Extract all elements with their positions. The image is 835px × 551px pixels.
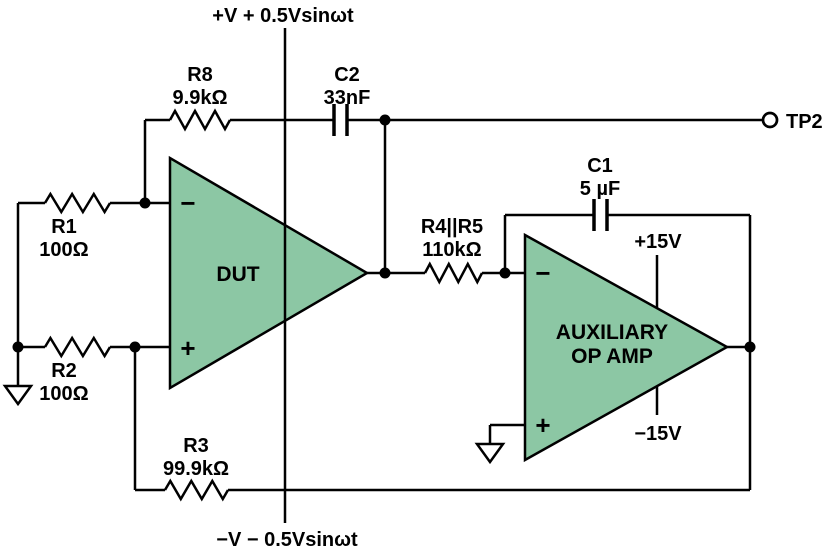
capacitor-c2-plates [332,104,349,136]
c1-name: C1 [587,155,613,177]
aux-opamp-body [523,232,730,463]
junction-dots [12,114,756,353]
dut-label: DUT [216,263,259,286]
aux-positive-supply-label: +15V [634,231,682,253]
dut-inverting-input-sign: − [180,188,195,218]
tp2-label: TP2 [786,111,823,133]
capacitor-c1 [592,199,609,231]
tp2-terminal [761,111,779,129]
resistor-r4-r5 [423,261,484,285]
aux-inverting-input-sign: − [535,258,550,288]
junction-dot [139,197,151,209]
aux-label-line2: OP AMP [571,345,653,368]
resistor-r8 [168,108,232,132]
capacitor-c1-plates [592,199,609,231]
junction-dot [499,267,511,279]
r4r5-name: R4||R5 [421,216,483,238]
r8-name: R8 [187,64,213,86]
r1-value: 100Ω [39,239,88,261]
top-supply-label: +V + 0.5Vsinωt [212,5,354,27]
aux-noninverting-input-sign: + [535,410,550,440]
r8-value: 9.9kΩ [173,87,228,109]
r2-name: R2 [51,360,77,382]
ground-symbol-left [2,384,34,407]
r2-value: 100Ω [39,383,88,405]
junction-dot [379,114,391,126]
aux-negative-supply-label: −15V [634,423,682,445]
junction-dot [744,341,756,353]
aux-label-line1: AUXILIARY [556,321,668,344]
dut-opamp-body [168,155,370,391]
c1-value: 5 µF [580,178,620,200]
r3-value: 99.9kΩ [163,458,229,480]
resistor-r1 [43,191,112,215]
bottom-supply-label: −V − 0.5Vsinωt [216,529,358,551]
junction-dot [129,341,141,353]
r3-name: R3 [183,435,209,457]
label-group: +V + 0.5Vsinωt −V − 0.5Vsinωt R8 9.9kΩ C… [39,5,822,551]
resistor-r3 [163,478,230,502]
c2-name: C2 [334,64,360,86]
resistor-r2 [43,335,112,359]
capacitor-c2 [332,104,349,136]
ground-symbol-aux [474,442,506,465]
junction-dot [12,341,24,353]
r1-name: R1 [51,216,77,238]
c2-value: 33nF [324,87,371,109]
r4r5-value: 110kΩ [422,239,481,261]
dut-noninverting-input-sign: + [180,333,195,363]
junction-dot [379,267,391,279]
